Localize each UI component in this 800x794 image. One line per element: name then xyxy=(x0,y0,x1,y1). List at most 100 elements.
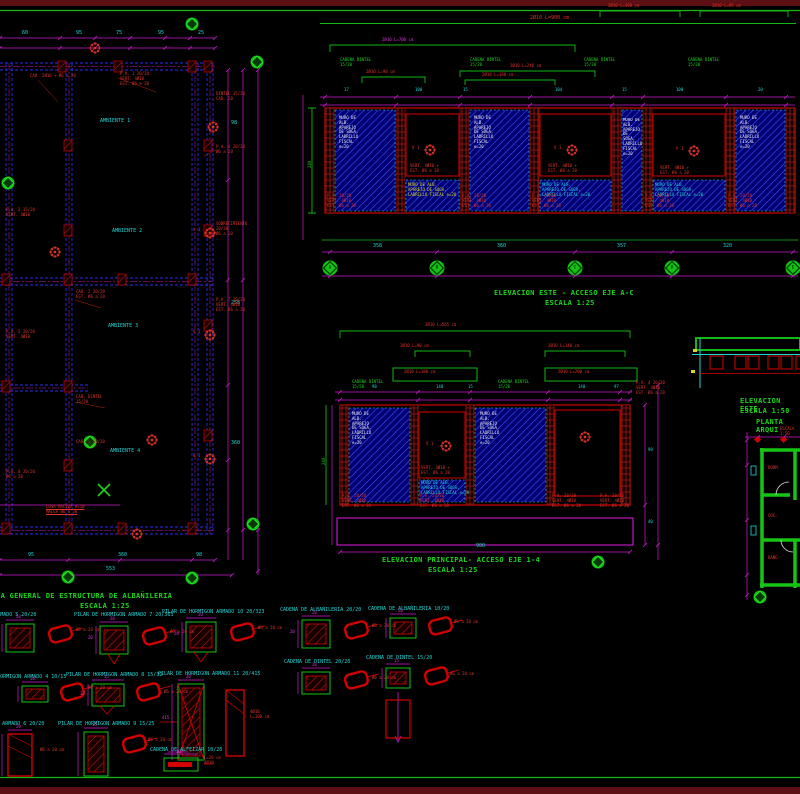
dim-number: 95 xyxy=(158,30,165,36)
pier-note: P.A. 20/20 VERT. 4Ø10 EST. Ø6 a 20 xyxy=(420,493,449,508)
dim-number: 20 xyxy=(312,610,317,615)
pier-note: P.A. 20/20 VERT. 4Ø10 EST. Ø6 a 20 xyxy=(552,493,581,508)
pier-note: P.A. 20/20 VERT. 4Ø10 EST. Ø6 a 20 xyxy=(327,193,356,208)
height-dim: 240 xyxy=(307,160,312,168)
detail-note: L=20 cm 4Ø10 xyxy=(204,755,221,765)
detail-note: Ø6 a 20 cm xyxy=(148,737,173,742)
axis-label: A xyxy=(328,264,332,270)
rebar-brackets xyxy=(329,10,789,85)
plan-note: CAD. DINTEL 15/20 xyxy=(76,394,103,404)
dim-number: 360 xyxy=(118,552,128,558)
bay-label: CADENA DINTEL 15/20 xyxy=(688,57,720,67)
detail-title: PILAR DE HORMIGON ARMADO 5 20/20 xyxy=(0,612,37,618)
dim-number: 10 xyxy=(176,749,181,754)
plan-note: DINTEL 15/20 CAD. 20 xyxy=(216,91,245,101)
window-tag: V 1 xyxy=(554,145,562,150)
axis-label: 4 xyxy=(255,58,259,64)
dim-number: 258 xyxy=(231,300,241,306)
dim-number: 15 xyxy=(622,87,627,92)
dim-number: 20 xyxy=(312,662,317,667)
elevation-scale: ESCALA 1:25 xyxy=(428,566,478,574)
detail-note: Ø6 a 20 cm xyxy=(258,625,283,630)
elevation-este-acceso xyxy=(302,10,800,279)
plan-dim-lines-right xyxy=(227,70,259,575)
detail-note: Ø6 a 20 cm xyxy=(40,747,65,752)
plan-note: LOSA MACIZA e=10 MALLA Ø6 a 20 xyxy=(46,504,85,514)
dim-number: 900 xyxy=(476,543,486,549)
plan-title: PLANTA GENERAL DE ESTRUCTURA DE ALBAÑILE… xyxy=(0,592,173,600)
detail-title: PILAR DE HORMIGON ARMADO 7 20/363 xyxy=(74,612,174,618)
dim-number: 100 xyxy=(415,87,423,92)
room-label: DORM. xyxy=(768,465,781,470)
level-cross-icon xyxy=(97,483,111,497)
dim-number: 97 xyxy=(614,384,619,389)
plan-note: P.A. 1 20/20 VERT. 4Ø10 EST. Ø6 a 20 xyxy=(120,71,149,86)
plan-note: P.A. 8 20/20 Ø6 a 20 xyxy=(6,469,35,479)
wall-note: MURO DE ALB. APAREJO DE SOGA, LADRILLO F… xyxy=(352,411,372,445)
detail-title: PILAR DE HORMIGON ARMADO 6 20/20 xyxy=(2,721,45,727)
detail-title: PILAR DE HORMIGON ARMADO 4 10/15 xyxy=(0,674,67,680)
wall-note: MURO DE ALB. APAREJO DE SOGA, LADRILLO F… xyxy=(474,115,494,149)
plan-note: CAD. 3 20/20 xyxy=(76,439,105,444)
wall-note: MURO DE ALB. APAREJO DE SOGA, LADRILLO F… xyxy=(623,118,642,156)
pier-note: P.A. 20/20 VERT. 4Ø10 EST. Ø6 a 20 xyxy=(600,493,629,508)
detail-title: CADENA DE ALBAÑILERIA 20/20 xyxy=(280,607,362,613)
sill-note: MURO DE ALB. APAREJO DE SOGA, LADRILLO F… xyxy=(408,182,457,197)
axis-diamond-icon xyxy=(753,435,762,444)
rebar-length-note: 2Ø10 L=700 cm xyxy=(382,37,414,42)
bay-label: CADENA DINTEL 15/20 xyxy=(498,379,530,389)
bay-label: CADENA DINTEL 15/20 xyxy=(352,379,384,389)
rebar-length-note: 2Ø10 L=95 cm xyxy=(712,3,741,8)
plan-dim-lines xyxy=(0,37,232,576)
marker-note: VERT. 4Ø10 + EST. Ø6 a 20 xyxy=(421,465,450,475)
plan-note: P.A. 5 20/20 VERT. 4Ø10 xyxy=(6,329,35,339)
pier-note: P.A. 20/20 VERT. 4Ø10 EST. Ø6 a 20 xyxy=(462,193,491,208)
dim-number: 60 xyxy=(22,30,29,36)
axis-label: D xyxy=(670,264,674,270)
elevation-scale: ESCALA 1:50 xyxy=(740,407,790,415)
dim-number: 358 xyxy=(373,243,383,249)
dim-number: 140 xyxy=(578,384,586,389)
wall-note: MURO DE ALB. APAREJO DE SOGA, LADRILLO F… xyxy=(339,115,359,149)
detail-title: PILAR DE HORMIGON ARMADO 8 15/32 xyxy=(66,672,163,678)
axis-label: A xyxy=(251,520,255,526)
detail-note: Ø6 a 20 cm xyxy=(372,675,397,680)
dim-number: 95 xyxy=(76,30,83,36)
rebar-length-note: 2Ø10 L=180 cm xyxy=(482,72,514,77)
dim-number: 98 xyxy=(196,552,203,558)
marker-note: VERT. 4Ø10 + EST. Ø6 a 20 xyxy=(548,163,577,173)
dim-number: 20 xyxy=(758,87,763,92)
plan-walls xyxy=(0,62,215,535)
leader-lines xyxy=(37,77,217,409)
axis-label: 3 xyxy=(190,20,194,26)
dim-number: 98 xyxy=(372,384,377,389)
dim-number: 357 xyxy=(617,243,627,249)
height-dim: 240 xyxy=(321,457,326,465)
rebar-length-note: 2Ø10 L=300 cm xyxy=(608,3,640,8)
detail-title: PILAR DE HORMIGON ARMADO 10 20/323 xyxy=(162,609,265,615)
wall-note: MURO DE ALB. APAREJO DE SOGA, LADRILLO F… xyxy=(480,411,500,445)
bay-label: CADENA DINTEL 15/20 xyxy=(340,57,372,67)
axis-label: C xyxy=(573,264,577,270)
axis-label: B xyxy=(6,179,10,185)
rebar-length-note: 2Ø10 L=90 cm xyxy=(366,69,395,74)
detail-note: Ø6 a 20 cm xyxy=(164,689,189,694)
dim-number: 553 xyxy=(106,566,116,572)
window-tag: V 1 xyxy=(193,329,201,334)
window-tag: V 1 xyxy=(193,227,201,232)
door-swing-icon xyxy=(775,481,794,553)
dim-number: 98 xyxy=(648,447,653,452)
rebar-length-note: 2Ø10 L=565 cm xyxy=(425,322,457,327)
pier-note: P.A. 20/20 VERT. 4Ø10 EST. Ø6 a 20 xyxy=(645,193,674,208)
elevation-title: ELEVACION ESTE - ACCESO EJE A-C xyxy=(494,289,634,297)
dim-number: 20 xyxy=(110,616,115,621)
floor-plan xyxy=(0,17,264,585)
detail-title: PILAR DE HORMIGON ARMADO 9 15/25 xyxy=(58,721,155,727)
dim-number: 32 xyxy=(80,691,85,696)
marker-note: VERT. 4Ø10 + EST. Ø6 a 20 xyxy=(660,165,689,175)
dim-number: 15 xyxy=(468,384,473,389)
elevation-principal xyxy=(325,330,661,569)
